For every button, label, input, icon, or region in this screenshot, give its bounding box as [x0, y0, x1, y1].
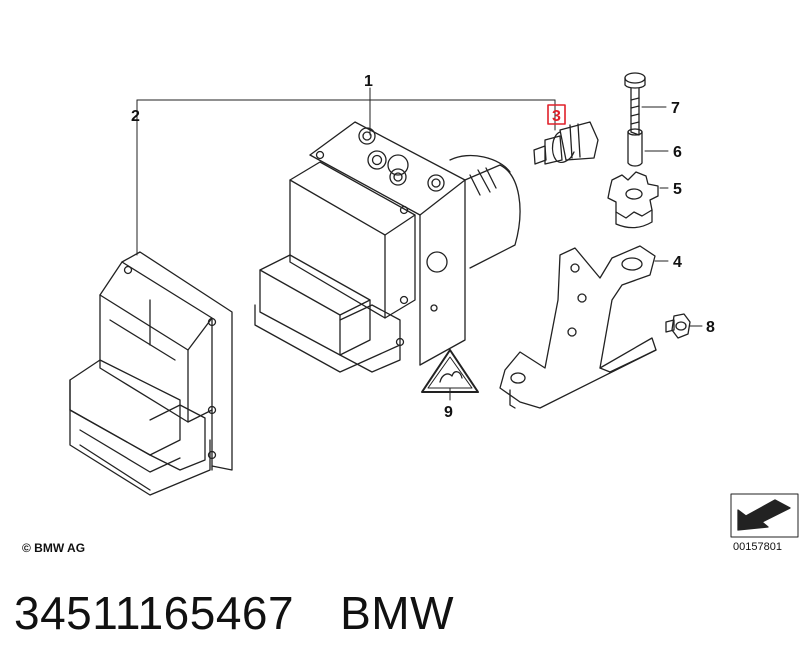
callout-7[interactable]: 7: [671, 100, 680, 117]
leader-lines: [136, 87, 703, 401]
callout-4[interactable]: 4: [673, 254, 682, 271]
part-brand: BMW: [340, 587, 455, 639]
part-number: 34511165467: [14, 587, 295, 639]
callout-6[interactable]: 6: [673, 144, 682, 161]
abs-hydraulic-unit-illustration: [254, 121, 521, 373]
bracket-illustration: [499, 245, 657, 409]
callout-3[interactable]: 3: [552, 108, 561, 125]
callout-1[interactable]: 1: [364, 73, 373, 90]
callout-3-highlight-box: [547, 104, 566, 125]
diagram-reference-number: 00157801: [733, 541, 782, 553]
callout-5[interactable]: 5: [673, 181, 682, 198]
rubber-mount-illustration: [607, 171, 659, 229]
bolt-illustration: [624, 72, 646, 136]
abs-control-unit-illustration: [69, 251, 233, 496]
copyright-notice: © BMW AG: [22, 541, 86, 555]
warning-label-illustration: [421, 349, 479, 393]
pressure-sensor-illustration: [533, 121, 599, 165]
callout-labels: 1 2 3 4 5 6 7 8 9: [131, 73, 715, 421]
part-info-line: 34511165467 BMW: [14, 586, 454, 640]
reference-arrow-box: [730, 493, 799, 538]
callout-8[interactable]: 8: [706, 319, 715, 336]
callout-2[interactable]: 2: [131, 108, 140, 125]
callout-9[interactable]: 9: [444, 404, 453, 421]
sleeve-illustration: [627, 128, 643, 167]
screw-illustration: [665, 313, 691, 339]
